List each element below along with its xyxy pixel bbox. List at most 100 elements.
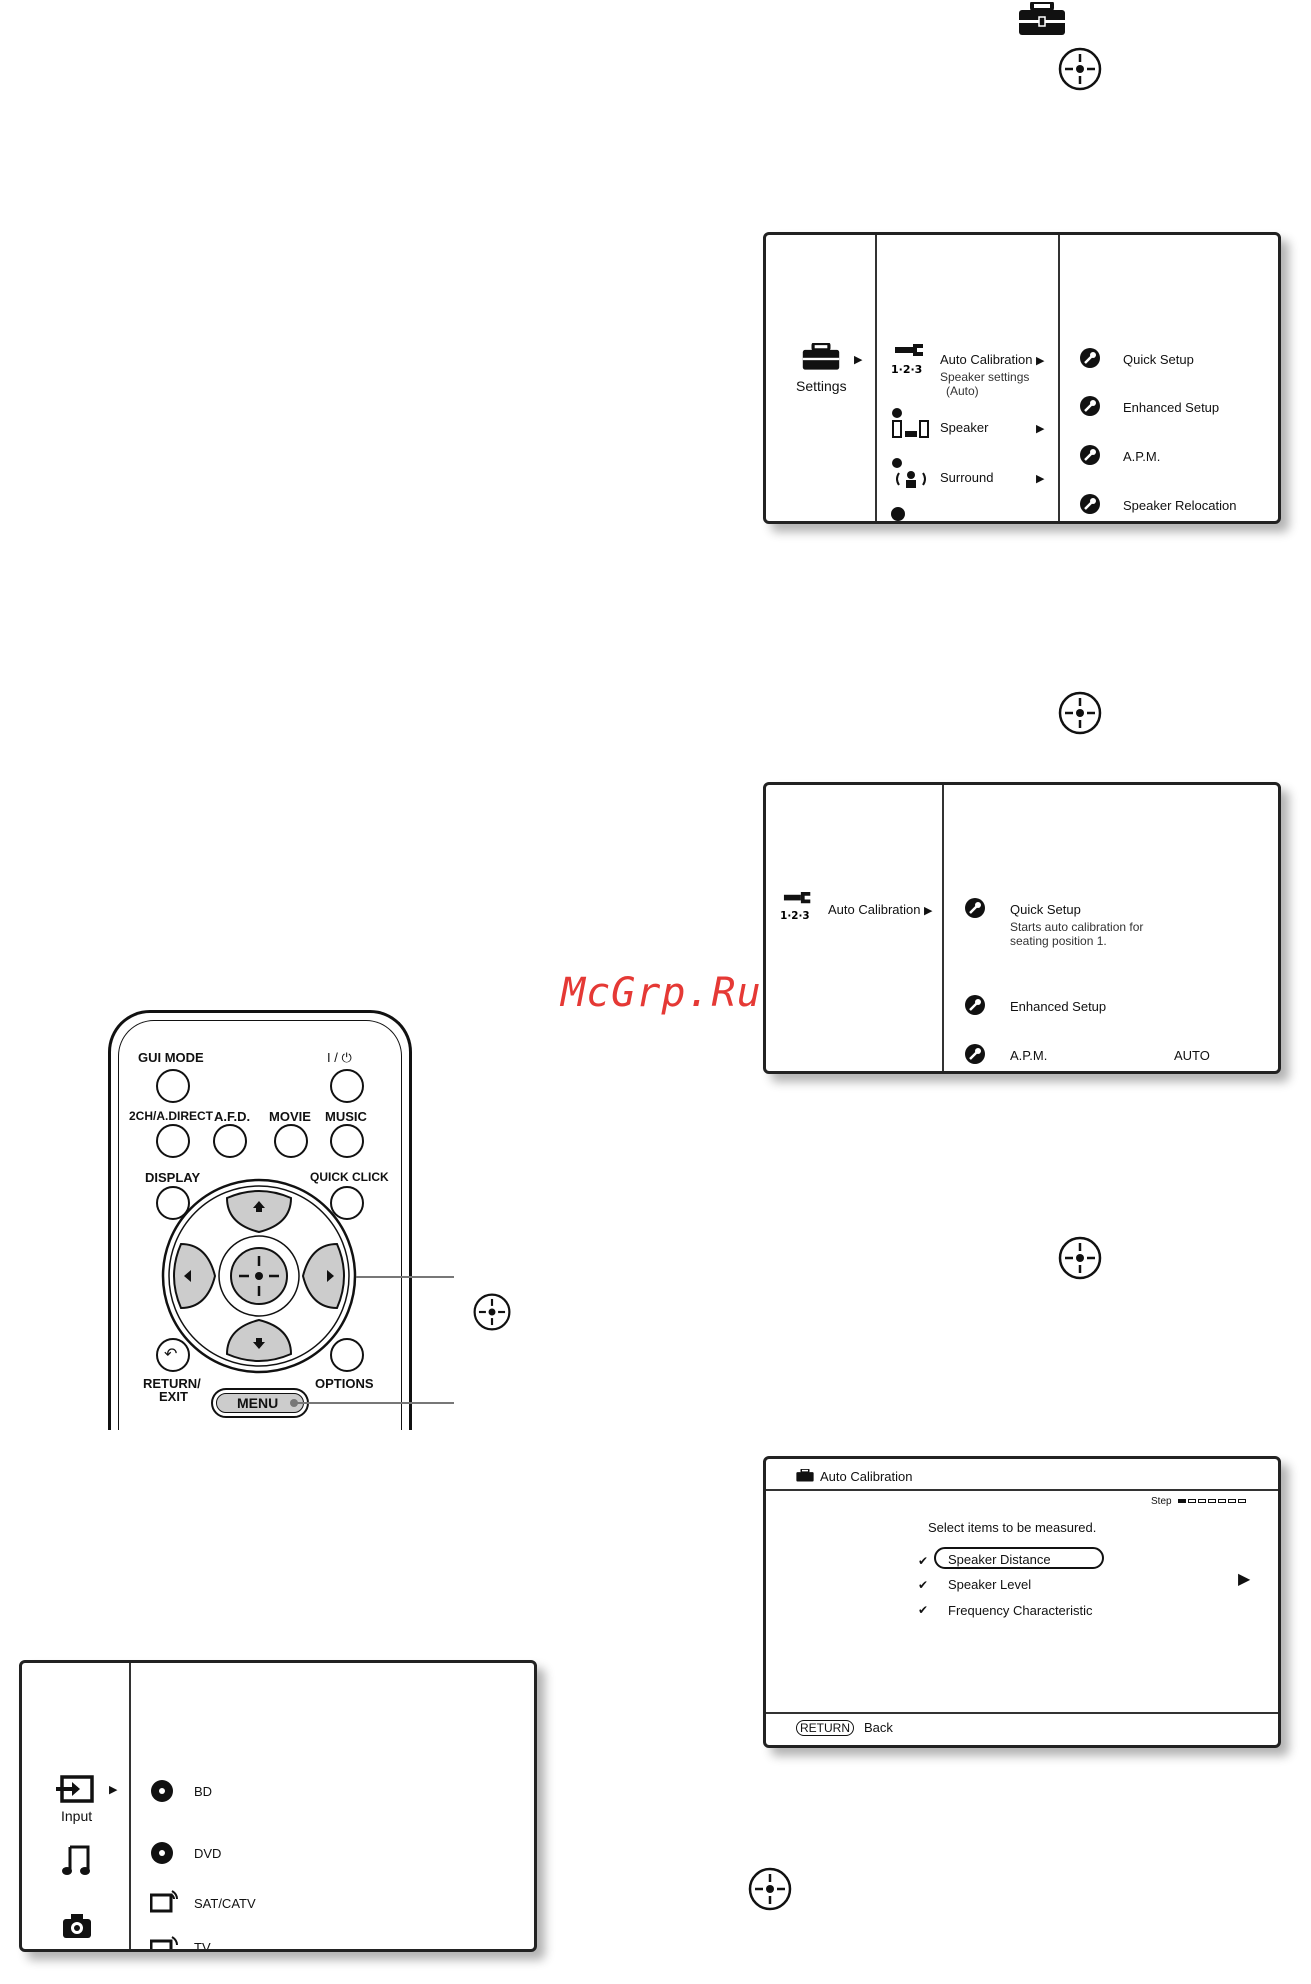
- return-key[interactable]: RETURN: [796, 1720, 854, 1736]
- disc-icon: [151, 1842, 173, 1864]
- expand-arrow-icon: ▶: [1036, 355, 1045, 367]
- measure-item-frequency[interactable]: Frequency Characteristic: [948, 1603, 1093, 1618]
- input-item-sat-catv[interactable]: SAT/CATV: [194, 1896, 256, 1911]
- svg-text:1·2·3: 1·2·3: [891, 363, 922, 376]
- wrench-icon: [965, 995, 985, 1015]
- auto-calibration-label: Auto Calibration: [828, 902, 921, 917]
- wrench-icon: [965, 1044, 985, 1064]
- menu-item-speaker[interactable]: Speaker: [940, 420, 989, 435]
- input-item-dvd[interactable]: DVD: [194, 1846, 222, 1861]
- back-label: Back: [864, 1720, 893, 1735]
- toolbox-icon: [796, 1469, 814, 1482]
- expand-arrow-icon: ▶: [1036, 473, 1045, 485]
- wrench-icon: [1080, 494, 1100, 514]
- menu-item-apm[interactable]: A.P.M.: [1010, 1048, 1048, 1063]
- next-arrow-icon[interactable]: ▶: [1238, 1571, 1251, 1588]
- settings-label: Settings: [796, 378, 847, 394]
- tv-icon: [150, 1936, 178, 1949]
- input-icon: [56, 1775, 94, 1803]
- menu-item-enhanced-setup[interactable]: Enhanced Setup: [1123, 400, 1220, 415]
- remote-control: [108, 1010, 412, 1430]
- auto-calibration-panel: 1·2·3 Auto Calibration ▶ Quick Setup Sta…: [763, 782, 1281, 1074]
- menu-item-quick-setup[interactable]: Quick Setup: [1123, 352, 1194, 367]
- return-arrow-icon: ↶: [164, 1346, 178, 1363]
- check-icon: ✔: [918, 1554, 929, 1568]
- step-indicator: [1178, 1499, 1246, 1503]
- menu-button[interactable]: MENU: [211, 1388, 309, 1418]
- menu-label: MENU: [237, 1395, 279, 1411]
- direct-label: 2CH/A.DIRECT: [129, 1109, 214, 1123]
- afd-button[interactable]: [213, 1124, 247, 1158]
- enter-button-icon: [1058, 691, 1102, 735]
- wrench-icon: [891, 507, 905, 521]
- music-label: MUSIC: [325, 1109, 367, 1124]
- quick-setup-desc-2: seating position 1.: [1010, 934, 1107, 948]
- menu-item-apm[interactable]: A.P.M.: [1123, 449, 1161, 464]
- selection-highlight[interactable]: [934, 1547, 1104, 1569]
- screen-title: Auto Calibration: [820, 1469, 913, 1484]
- measure-item-speaker-level[interactable]: Speaker Level: [948, 1577, 1032, 1592]
- gui-mode-button[interactable]: [156, 1069, 190, 1103]
- enter-button-icon: [1058, 47, 1102, 91]
- power-label: I / ⏻: [327, 1050, 352, 1065]
- movie-button[interactable]: [274, 1124, 308, 1158]
- auto-calibration-screen: Auto Calibration Step Select items to be…: [763, 1456, 1281, 1748]
- menu-item-surround[interactable]: Surround: [940, 470, 994, 485]
- menu-item-speaker-relocation[interactable]: Speaker Relocation: [1123, 498, 1237, 513]
- enter-button-icon: [473, 1293, 511, 1331]
- speaker-icon: [892, 408, 929, 438]
- afd-label: A.F.D.: [214, 1109, 251, 1124]
- input-label: Input: [61, 1808, 93, 1824]
- surround-icon: [892, 458, 926, 488]
- input-item-bd[interactable]: BD: [194, 1784, 213, 1799]
- menu-item-enhanced-setup[interactable]: Enhanced Setup: [1010, 999, 1107, 1014]
- callout-line: [356, 1276, 454, 1278]
- menu-item-auto-calibration[interactable]: Auto Calibration: [940, 352, 1033, 367]
- measure-item-speaker-distance[interactable]: Speaker Distance: [948, 1552, 1051, 1567]
- movie-label: MOVIE: [269, 1109, 311, 1124]
- navigation-pad[interactable]: [161, 1178, 357, 1374]
- menu-item-quick-setup[interactable]: Quick Setup: [1010, 902, 1081, 917]
- auto-calibration-icon: 1·2·3: [780, 891, 811, 922]
- input-item-tv[interactable]: TV: [194, 1940, 211, 1952]
- watermark: McGrp.Ru: [561, 970, 762, 1016]
- settings-menu-panel: ▶ Settings 1·2·3 Auto Calibration ▶ Spea…: [763, 232, 1281, 524]
- disc-icon: [151, 1780, 173, 1802]
- display-label: DISPLAY: [145, 1170, 201, 1185]
- return-exit-label-2: EXIT: [159, 1389, 188, 1404]
- toolbox-icon: [1019, 2, 1065, 35]
- auto-calibration-desc: Speaker settings: [940, 370, 1030, 384]
- enter-button-icon: [748, 1867, 792, 1911]
- auto-calibration-desc-2: (Auto): [946, 384, 979, 398]
- 2ch-direct-button[interactable]: [156, 1124, 190, 1158]
- expand-arrow-icon: ▶: [109, 1784, 118, 1796]
- callout-line: [296, 1402, 454, 1404]
- apm-value: AUTO: [1174, 1048, 1210, 1063]
- enter-button-icon: [1058, 1236, 1102, 1280]
- input-menu-panel: ▶ Input BD DVD SAT/CATV TV: [19, 1660, 537, 1952]
- toolbox-icon: [802, 343, 840, 370]
- wrench-icon: [1080, 348, 1100, 368]
- quick-click-button[interactable]: [330, 1186, 364, 1220]
- expand-arrow-icon: ▶: [924, 905, 933, 917]
- options-button[interactable]: [330, 1338, 364, 1372]
- gui-mode-label: GUI MODE: [138, 1050, 204, 1065]
- return-exit-label: RETURN/: [143, 1376, 201, 1391]
- check-icon: ✔: [918, 1603, 929, 1617]
- measure-prompt: Select items to be measured.: [928, 1520, 1097, 1535]
- step-label: Step: [1151, 1496, 1172, 1507]
- auto-calibration-icon: 1·2·3: [891, 344, 923, 376]
- expand-arrow-icon: ▶: [854, 354, 863, 366]
- power-button[interactable]: [330, 1069, 364, 1103]
- music-note-icon: [62, 1845, 90, 1875]
- check-icon: ✔: [918, 1578, 929, 1592]
- return-exit-button[interactable]: ↶: [156, 1338, 190, 1372]
- wrench-icon: [1080, 445, 1100, 465]
- svg-text:1·2·3: 1·2·3: [780, 910, 809, 922]
- quick-setup-desc: Starts auto calibration for: [1010, 920, 1144, 934]
- camera-icon: [63, 1914, 91, 1938]
- music-button[interactable]: [330, 1124, 364, 1158]
- satellite-icon: [150, 1890, 178, 1913]
- quick-click-label: QUICK CLICK: [310, 1170, 389, 1184]
- expand-arrow-icon: ▶: [1036, 423, 1045, 435]
